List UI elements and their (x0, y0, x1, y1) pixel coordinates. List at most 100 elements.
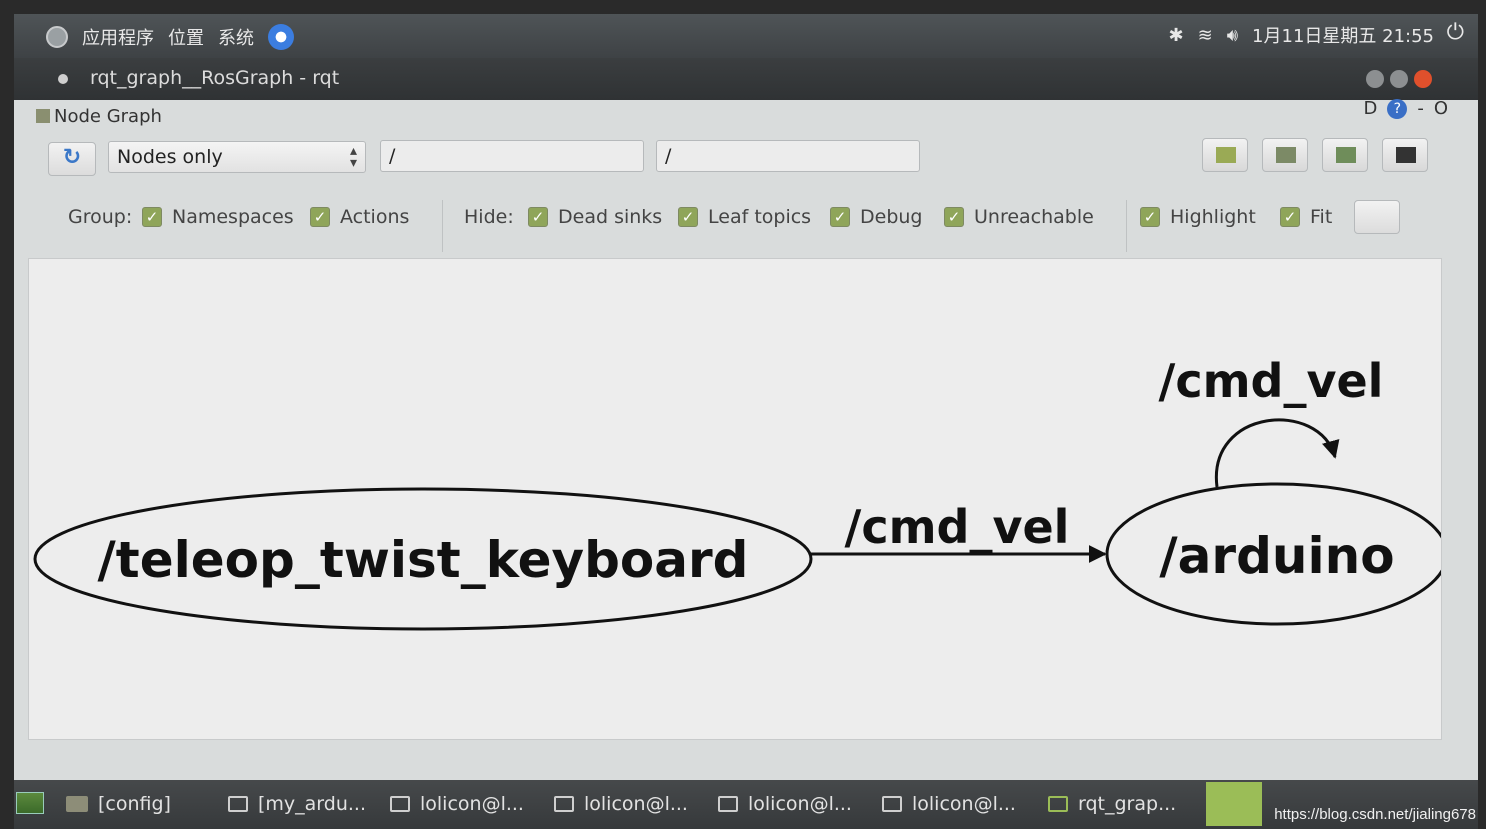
dock-title: Node Graph (36, 106, 162, 127)
task-my-arduino[interactable]: [my_ardu... (228, 788, 366, 820)
load-dot-button[interactable] (1202, 138, 1248, 172)
task-terminal-2[interactable]: lolicon@l... (554, 788, 688, 820)
leaf-topics-option[interactable]: ✓ Leaf topics (678, 206, 811, 228)
menu-applications[interactable]: 应用程序 (82, 28, 154, 49)
dock-close-button[interactable]: O (1433, 98, 1448, 119)
refresh-icon: ↻ (62, 145, 82, 170)
task-config[interactable]: [config] (66, 788, 171, 820)
save-dot-button[interactable] (1262, 138, 1308, 172)
window-menu-icon[interactable] (58, 74, 68, 84)
save-icon (1276, 147, 1296, 163)
actions-option[interactable]: ✓ Actions (310, 206, 409, 228)
maximize-button[interactable] (1390, 70, 1408, 88)
graph-mode-select[interactable]: Nodes only ▴▾ (108, 141, 366, 173)
graph-toolbar: ↻ Nodes only ▴▾ (48, 138, 1458, 176)
dock-title-label: Node Graph (54, 106, 162, 127)
power-icon[interactable]: ⏻ (1446, 20, 1464, 45)
dead-sinks-label: Dead sinks (558, 206, 663, 228)
highlight-option[interactable]: ✓ Highlight (1140, 206, 1256, 228)
fit-option[interactable]: ✓ Fit (1280, 206, 1332, 228)
terminal-icon (554, 796, 574, 812)
options-row: Group: ✓ Namespaces ✓ Actions Hide: ✓ De… (68, 200, 1448, 252)
separator (442, 200, 443, 252)
hide-label: Hide: (464, 206, 514, 228)
top-panel: 应用程序 位置 系统 ✱ ≋ 🔊︎ 1月11日星期五 21:55 ⏻ (14, 14, 1478, 58)
edge-arduino-self-loop[interactable] (1215, 418, 1340, 488)
task-terminal-3[interactable]: lolicon@l... (718, 788, 852, 820)
close-button[interactable] (1414, 70, 1432, 88)
fit-in-view-button[interactable] (1354, 200, 1400, 234)
hide-label-wrap: Hide: (464, 206, 514, 228)
unreachable-option[interactable]: ✓ Unreachable (944, 206, 1094, 228)
actions-label: Actions (340, 206, 410, 228)
dock-d-button[interactable]: D (1363, 98, 1378, 119)
leaf-topics-checkbox[interactable]: ✓ (678, 207, 698, 227)
chrome-launcher-icon[interactable] (268, 24, 294, 50)
taskbar: [config] [my_ardu... lolicon@l... lolico… (14, 780, 1478, 829)
task-label: lolicon@l... (748, 793, 852, 815)
minimize-button[interactable] (1366, 70, 1384, 88)
task-rqt-graph[interactable]: rqt_grap... (1048, 788, 1176, 820)
menu-system[interactable]: 系统 (218, 28, 254, 49)
menu-places[interactable]: 位置 (168, 28, 204, 49)
system-tray: ✱ ≋ 🔊︎ 1月11日星期五 21:55 (1169, 22, 1434, 48)
save-svg-button[interactable] (1322, 138, 1368, 172)
unreachable-checkbox[interactable]: ✓ (944, 207, 964, 227)
terminal-icon (390, 796, 410, 812)
help-icon[interactable]: ? (1387, 98, 1408, 119)
window-title: rqt_graph__RosGraph - rqt (90, 67, 340, 89)
fit-label: Fit (1310, 206, 1333, 228)
refresh-button[interactable]: ↻ (48, 142, 96, 176)
task-label: lolicon@l... (912, 793, 1016, 815)
os-logo-icon[interactable] (46, 26, 68, 48)
dead-sinks-option[interactable]: ✓ Dead sinks (528, 206, 662, 228)
task-label: [config] (98, 793, 171, 815)
dead-sinks-checkbox[interactable]: ✓ (528, 207, 548, 227)
namespaces-option[interactable]: ✓ Namespaces (142, 206, 294, 228)
actions-checkbox[interactable]: ✓ (310, 207, 330, 227)
task-label: rqt_grap... (1078, 793, 1177, 815)
show-desktop-button[interactable] (16, 792, 44, 814)
task-label: [my_ardu... (258, 793, 367, 815)
save-image-button[interactable] (1382, 138, 1428, 172)
watermark: https://blog.csdn.net/jialing678 (1274, 806, 1476, 823)
node-arduino-shape[interactable] (1105, 482, 1441, 626)
task-terminal-4[interactable]: lolicon@l... (882, 788, 1016, 820)
top-menu: 应用程序 位置 系统 (46, 24, 294, 50)
unreachable-label: Unreachable (974, 206, 1094, 228)
debug-checkbox[interactable]: ✓ (830, 207, 850, 227)
edge-self-loop-label: /cmd_vel (1159, 354, 1384, 408)
window-titlebar[interactable]: rqt_graph__RosGraph - rqt (14, 58, 1478, 100)
node-teleop-shape[interactable] (33, 487, 813, 631)
node-teleop-label: /teleop_twist_keyboard (98, 531, 749, 589)
debug-option[interactable]: ✓ Debug (830, 206, 922, 228)
bluetooth-icon[interactable]: ✱ (1168, 24, 1184, 46)
fit-checkbox[interactable]: ✓ (1280, 207, 1300, 227)
graph-canvas[interactable]: /teleop_twist_keyboard /arduino /cmd_vel… (28, 258, 1442, 740)
dock-minimize-button[interactable]: - (1417, 98, 1424, 119)
task-terminal-1[interactable]: lolicon@l... (390, 788, 524, 820)
highlight-label: Highlight (1170, 206, 1256, 228)
graph-svg: /teleop_twist_keyboard /arduino /cmd_vel… (33, 354, 1441, 631)
highlight-checkbox[interactable]: ✓ (1140, 207, 1160, 227)
node-arduino-label: /arduino (1159, 527, 1394, 585)
screen: 应用程序 位置 系统 ✱ ≋ 🔊︎ 1月11日星期五 21:55 ⏻ rqt_g… (14, 14, 1478, 829)
namespace-filter-input[interactable] (380, 140, 644, 172)
debug-label: Debug (860, 206, 923, 228)
group-label: Group: (68, 206, 133, 228)
wifi-icon[interactable]: ≋ (1197, 24, 1213, 46)
editor-icon (228, 796, 248, 812)
terminal-icon (882, 796, 902, 812)
separator (1126, 200, 1127, 252)
topic-filter-input[interactable] (656, 140, 920, 172)
folder-icon (66, 796, 88, 812)
updown-arrows-icon: ▴▾ (349, 143, 357, 171)
group-label-wrap: Group: (68, 206, 132, 228)
task-label: lolicon@l... (584, 793, 688, 815)
volume-icon[interactable]: 🔊︎ (1226, 24, 1239, 46)
workspace-switcher[interactable] (1206, 782, 1262, 826)
clock[interactable]: 1月11日星期五 21:55 (1252, 26, 1434, 47)
dock-controls: D ? - O (1363, 98, 1448, 119)
namespaces-checkbox[interactable]: ✓ (142, 207, 162, 227)
edge-teleop-arduino-label: /cmd_vel (845, 500, 1070, 554)
